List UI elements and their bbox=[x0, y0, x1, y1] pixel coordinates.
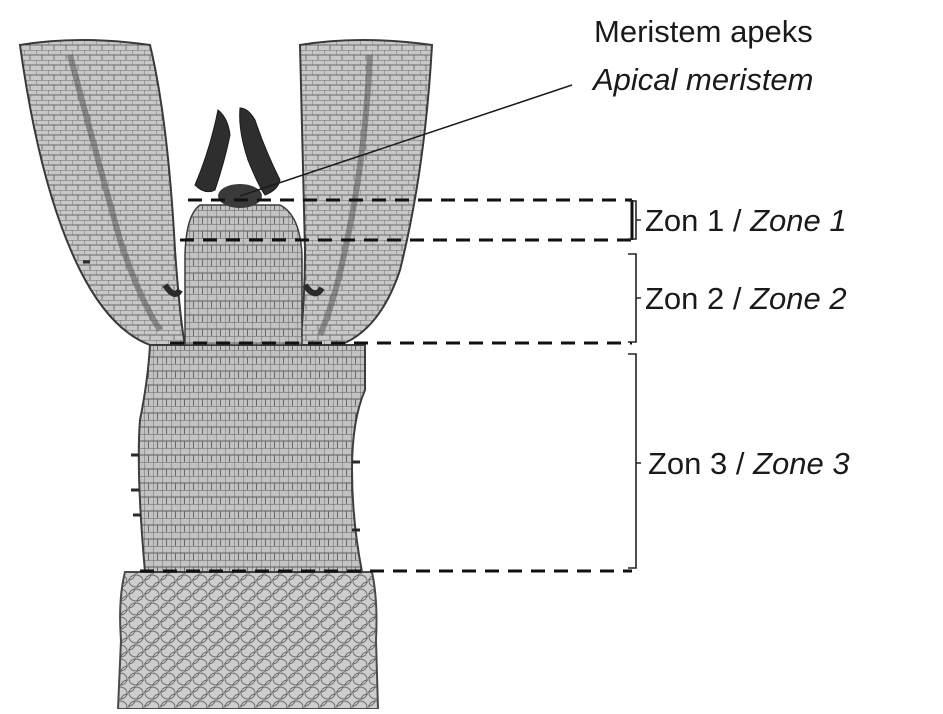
meristem-label-local: Meristem apeks bbox=[594, 14, 813, 50]
zone3-label-local: Zon 3 bbox=[648, 446, 727, 481]
left-leaf-primordium bbox=[20, 40, 185, 345]
zone1-bracket bbox=[628, 201, 641, 239]
meristem-label-english: Apical meristem bbox=[593, 62, 814, 98]
stem-body bbox=[139, 345, 365, 572]
zone1-label-english: Zone 1 bbox=[750, 203, 847, 238]
zone1-separator: / bbox=[724, 203, 750, 238]
zone3-label-english: Zone 3 bbox=[753, 446, 850, 481]
apical-dome-column bbox=[185, 205, 302, 345]
stem-base bbox=[118, 572, 378, 709]
zone-brackets bbox=[628, 201, 641, 568]
zone2-label-local: Zon 2 bbox=[645, 281, 724, 316]
stem-tissue bbox=[20, 40, 432, 709]
zone1-label: Zon 1 / Zone 1 bbox=[645, 203, 847, 239]
zone1-label-local: Zon 1 bbox=[645, 203, 724, 238]
zone2-separator: / bbox=[724, 281, 750, 316]
zone3-label: Zon 3 / Zone 3 bbox=[648, 446, 850, 482]
zone3-separator: / bbox=[727, 446, 753, 481]
left-young-leaf bbox=[195, 110, 230, 192]
zone2-bracket bbox=[628, 254, 641, 342]
zone3-bracket bbox=[628, 354, 641, 568]
right-young-leaf bbox=[240, 108, 280, 195]
zone2-label-english: Zone 2 bbox=[750, 281, 847, 316]
zone2-label: Zon 2 / Zone 2 bbox=[645, 281, 847, 317]
